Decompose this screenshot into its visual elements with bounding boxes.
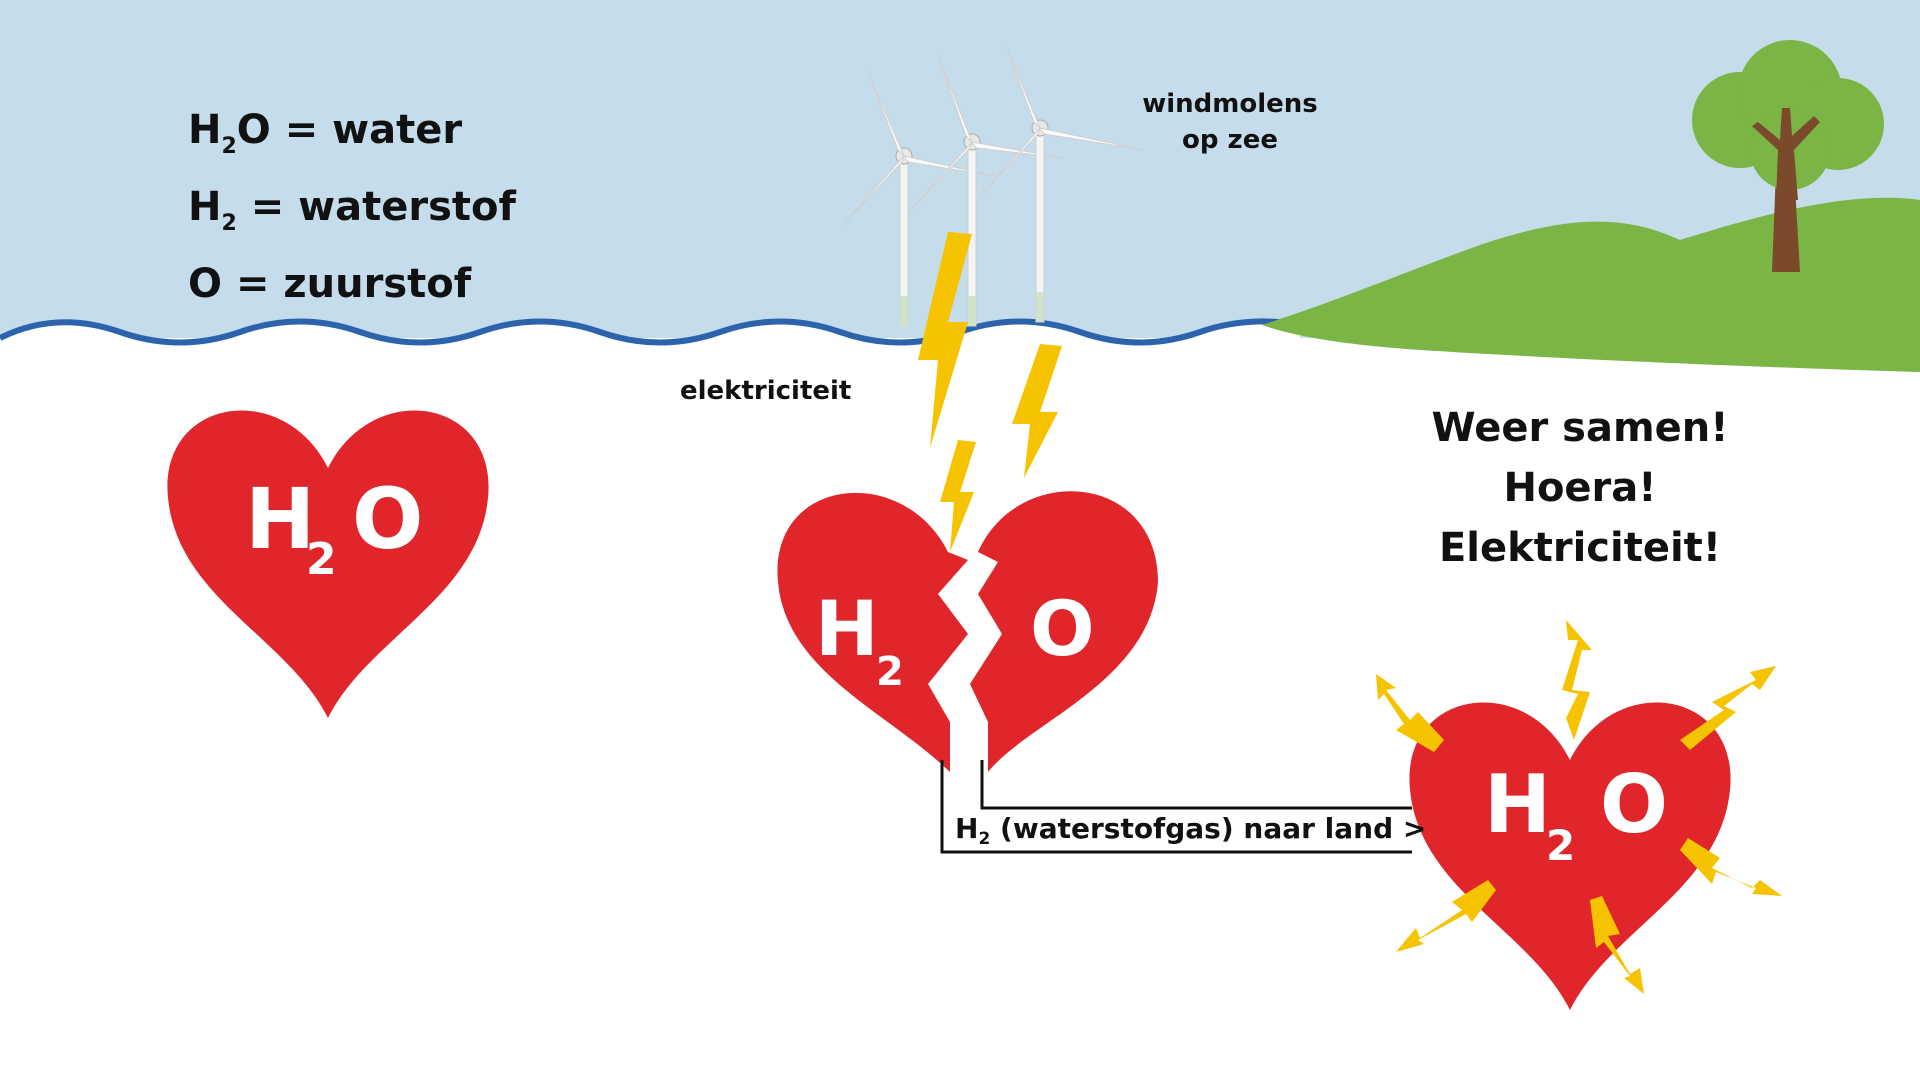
pipe-label-h: H (955, 812, 979, 845)
windmills-label-line1: windmolens (1142, 89, 1318, 119)
pipe-label: H2 (waterstofgas) naar land > (955, 812, 1426, 849)
legend-water-sub: 2 (221, 134, 237, 159)
broken-heart-sub: 2 (876, 649, 904, 695)
sea-line (0, 318, 1301, 346)
legend-hydrogen-eq: = waterstof (236, 184, 516, 230)
legend-hydrogen-h: H (188, 184, 222, 230)
legend-water-o: O (236, 107, 271, 153)
heart-left-h: H (245, 470, 315, 568)
together-line3: Elektriciteit! (1438, 525, 1722, 571)
legend-hydrogen: H2 = waterstof (188, 177, 516, 254)
together-label: Weer samen! Hoera! Elektriciteit! (1400, 398, 1760, 578)
together-line1: Weer samen! (1431, 405, 1729, 451)
broken-heart-o: O (1030, 584, 1095, 673)
pipe-label-text: (waterstofgas) naar land > (990, 812, 1427, 845)
heart-right-sub: 2 (1546, 821, 1575, 870)
windmills-label-line2: op zee (1182, 125, 1278, 155)
broken-heart (777, 491, 1158, 772)
heart-left-o: O (352, 470, 423, 568)
together-line2: Hoera! (1503, 465, 1657, 511)
legend-oxygen-o: O (188, 261, 223, 307)
legend-water-eq: = water (270, 107, 463, 153)
heart-right-o: O (1600, 758, 1668, 851)
heart-right-h: H (1484, 758, 1551, 851)
formula-legend: H2O = water H2 = waterstof O = zuurstof (188, 100, 516, 314)
grass-hill (1262, 197, 1920, 372)
pipe-line-outer (940, 760, 1412, 854)
legend-hydrogen-sub: 2 (221, 211, 237, 236)
tree-icon (1692, 40, 1884, 272)
broken-heart-h: H (815, 584, 879, 673)
electricity-label: elektriciteit (680, 376, 852, 406)
legend-water: H2O = water (188, 100, 516, 177)
heart-left-sub: 2 (306, 534, 337, 585)
radiating-bolts (1376, 620, 1782, 994)
legend-water-h: H (188, 107, 222, 153)
pipe-line-inner (980, 760, 1412, 810)
legend-oxygen-eq: = zuurstof (222, 261, 472, 307)
legend-oxygen: O = zuurstof (188, 254, 516, 314)
lightning-icon (918, 232, 1062, 552)
windmills-label: windmolens op zee (1130, 86, 1330, 158)
pipe-label-sub: 2 (978, 829, 991, 849)
